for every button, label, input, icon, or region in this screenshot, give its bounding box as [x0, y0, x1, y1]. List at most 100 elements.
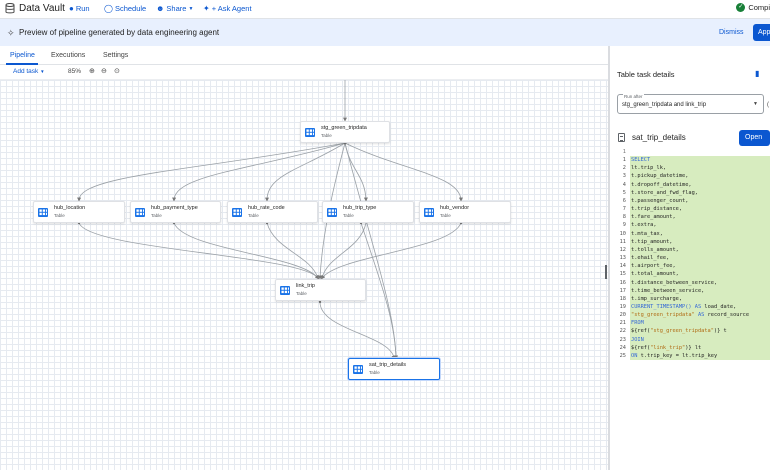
- ask-agent-label: + Ask Agent: [211, 4, 252, 13]
- line-text: t.passenger_count,: [630, 196, 770, 206]
- line-number: 17: [619, 287, 626, 294]
- play-icon: ●: [69, 3, 74, 13]
- run-button[interactable]: ● Run: [69, 4, 90, 13]
- node-hub-rate-code[interactable]: hub_rate_code Table: [227, 201, 318, 223]
- code-line: 22 ${ref("stg_green_tripdata")} t: [612, 327, 770, 336]
- code-line: 10 t.mta_tax,: [612, 229, 770, 238]
- code-line: 11 t.tip_amount,: [612, 237, 770, 246]
- code-line: 7 t.trip_distance,: [612, 205, 770, 214]
- agent-preview-banner: ✧ Preview of pipeline generated by data …: [0, 18, 770, 46]
- node-hub-location[interactable]: hub_location Table: [33, 201, 125, 223]
- line-number: 7: [622, 206, 626, 213]
- code-line: 16 t.distance_between_service,: [612, 278, 770, 287]
- line-text: ${ref("stg_green_tripdata")} t: [630, 327, 770, 336]
- database-icon: [5, 3, 15, 14]
- line-text: t.imp_surcharge,: [630, 294, 770, 303]
- apply-button[interactable]: App: [753, 24, 770, 41]
- sparkle-icon: ✦: [203, 3, 210, 13]
- line-text: t.distance_between_service,: [630, 278, 770, 287]
- schedule-label: Schedule: [114, 4, 147, 13]
- line-number: 8: [622, 214, 626, 221]
- node-hub-vendor[interactable]: hub_vendor Table: [419, 201, 511, 223]
- line-text: t.extra,: [630, 221, 770, 230]
- node-name: stg_green_tripdata: [321, 125, 367, 131]
- line-text: t.tip_amount,: [630, 237, 770, 246]
- code-line: 17 t.time_between_service,: [612, 286, 770, 295]
- node-type: Table: [296, 291, 307, 296]
- table-icon: [305, 128, 315, 137]
- node-hub-payment-type[interactable]: hub_payment_type Table: [130, 201, 221, 223]
- line-number: 15: [619, 271, 626, 278]
- zoom-in-icon[interactable]: ⊕: [89, 68, 95, 75]
- line-text: JOIN: [630, 335, 770, 344]
- code-line: 8 t.fare_amount,: [612, 213, 770, 222]
- line-number: 13: [619, 255, 626, 262]
- line-number: 22: [619, 328, 626, 335]
- add-task-button[interactable]: Add task ▼: [13, 68, 45, 75]
- node-sat-trip-details[interactable]: sat_trip_details Table: [348, 358, 440, 380]
- dismiss-button[interactable]: Dismiss: [719, 29, 744, 36]
- line-number: 1: [622, 149, 626, 155]
- line-number: 4: [622, 181, 626, 188]
- node-type: Table: [248, 213, 259, 218]
- zoom-reset-icon[interactable]: ⊙: [114, 68, 120, 75]
- chevron-down-icon: ▼: [188, 5, 194, 12]
- node-stg-green-tripdata[interactable]: stg_green_tripdata Table: [300, 121, 390, 143]
- node-type: Table: [343, 213, 354, 218]
- schedule-button[interactable]: ◯ Schedule: [104, 4, 146, 13]
- pipeline-canvas[interactable]: stg_green_tripdata Table hub_location Ta…: [0, 80, 608, 470]
- code-line: 14 t.airport_fee,: [612, 262, 770, 271]
- node-name: hub_location: [54, 205, 86, 211]
- code-line: 12 t.tolls_amount,: [612, 245, 770, 255]
- open-button[interactable]: Open: [739, 130, 770, 146]
- line-number: 25: [619, 352, 626, 359]
- app-title: Data Vault: [19, 3, 65, 14]
- line-text: CURRENT_TIMESTAMP() AS load_date,: [630, 302, 770, 312]
- line-text: t.dropoff_datetime,: [630, 180, 770, 189]
- active-tab-indicator: [6, 63, 38, 65]
- node-name: hub_rate_code: [248, 205, 285, 211]
- table-icon: [232, 208, 242, 217]
- line-number: 23: [619, 336, 626, 343]
- code-line: 24 ${ref("link_trip")} lt: [612, 343, 770, 352]
- dropdown-arrow-icon: ▼: [753, 101, 758, 107]
- line-text: t.fare_amount,: [630, 213, 770, 222]
- node-name: hub_payment_type: [151, 205, 198, 211]
- line-text: t.trip_distance,: [630, 205, 770, 214]
- table-icon: [327, 208, 337, 217]
- line-number: 21: [619, 320, 626, 327]
- more-icon[interactable]: (: [767, 102, 769, 108]
- ask-agent-button[interactable]: ✦ + Ask Agent: [203, 4, 252, 13]
- zoom-level: 85%: [68, 68, 82, 75]
- clock-icon: ◯: [104, 3, 113, 13]
- line-number: 2: [622, 165, 626, 172]
- chevron-down-icon: ▼: [40, 69, 45, 74]
- node-hub-trip-type[interactable]: hub_trip_type Table: [322, 201, 414, 223]
- line-number: 19: [619, 303, 626, 310]
- table-icon: [424, 208, 434, 217]
- delete-icon[interactable]: ▮: [755, 69, 760, 78]
- zoom-out-icon[interactable]: ⊖: [101, 68, 107, 75]
- resize-handle[interactable]: [605, 265, 607, 279]
- code-line: 23 JOIN: [612, 335, 770, 344]
- panel-title: Table task details: [617, 70, 675, 79]
- tab-settings[interactable]: Settings: [103, 52, 129, 59]
- top-bar: Data Vault ● Run ◯ Schedule ☻ Share ▼ ✦ …: [0, 0, 770, 18]
- line-text: t.total_amount,: [630, 270, 770, 279]
- node-type: Table: [369, 370, 380, 375]
- node-link-trip[interactable]: link_trip Table: [275, 279, 366, 301]
- line-number: 14: [619, 263, 626, 270]
- add-task-label: Add task: [13, 68, 39, 75]
- node-type: Table: [151, 213, 162, 218]
- node-name: link_trip: [296, 283, 315, 289]
- tab-executions[interactable]: Executions: [51, 52, 86, 59]
- node-name: hub_trip_type: [343, 205, 377, 211]
- run-after-label: Run after: [623, 94, 644, 99]
- file-icon: [618, 133, 625, 142]
- share-button[interactable]: ☻ Share ▼: [156, 4, 193, 13]
- run-after-select[interactable]: Run after stg_green_tripdata and link_tr…: [617, 94, 764, 114]
- tab-pipeline[interactable]: Pipeline: [10, 52, 35, 59]
